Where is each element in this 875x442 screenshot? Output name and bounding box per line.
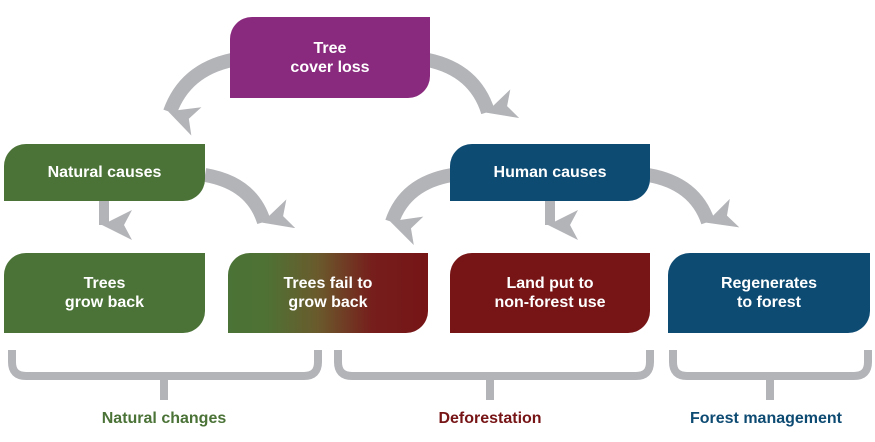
node-regenerates-to-forest: Regenerates to forest xyxy=(668,253,870,333)
node-human-causes: Human causes xyxy=(450,144,650,201)
node-label-line2: to forest xyxy=(736,294,801,311)
group-label-forest-management: Forest management xyxy=(689,410,843,427)
node-label-line1: Tree xyxy=(313,39,347,57)
node-land-non-forest-use: Land put to non-forest use xyxy=(450,253,650,333)
node-trees-grow-back: Trees grow back xyxy=(4,253,205,333)
node-label-line2: non-forest use xyxy=(494,294,606,311)
arrow-to-human-causes xyxy=(426,53,520,119)
bracket-natural-changes xyxy=(7,350,322,400)
arrow-human-to-trees-fail xyxy=(385,168,454,246)
arrow-to-regenerates xyxy=(646,168,740,228)
group-label-deforestation: Deforestation xyxy=(438,410,542,427)
node-label: Natural causes xyxy=(47,164,162,181)
node-trees-fail-to-grow-back: Trees fail to grow back xyxy=(228,253,428,333)
arrow-to-natural-causes xyxy=(163,53,234,136)
bracket-forest-management xyxy=(669,350,872,400)
node-label-line2: grow back xyxy=(288,294,368,311)
node-natural-causes: Natural causes xyxy=(4,144,205,201)
node-label-line1: Regenerates xyxy=(720,275,818,292)
node-label-line1: Trees fail to xyxy=(283,275,373,292)
node-label-line2: grow back xyxy=(64,294,145,311)
arrow-to-trees-fail xyxy=(203,168,296,229)
group-label-natural-changes: Natural changes xyxy=(101,410,227,427)
node-label: Human causes xyxy=(493,164,607,181)
node-label-line1: Trees xyxy=(83,275,126,292)
node-label-line2: cover loss xyxy=(290,58,370,76)
bracket-deforestation xyxy=(334,350,654,400)
node-label-line1: Land put to xyxy=(506,275,594,292)
